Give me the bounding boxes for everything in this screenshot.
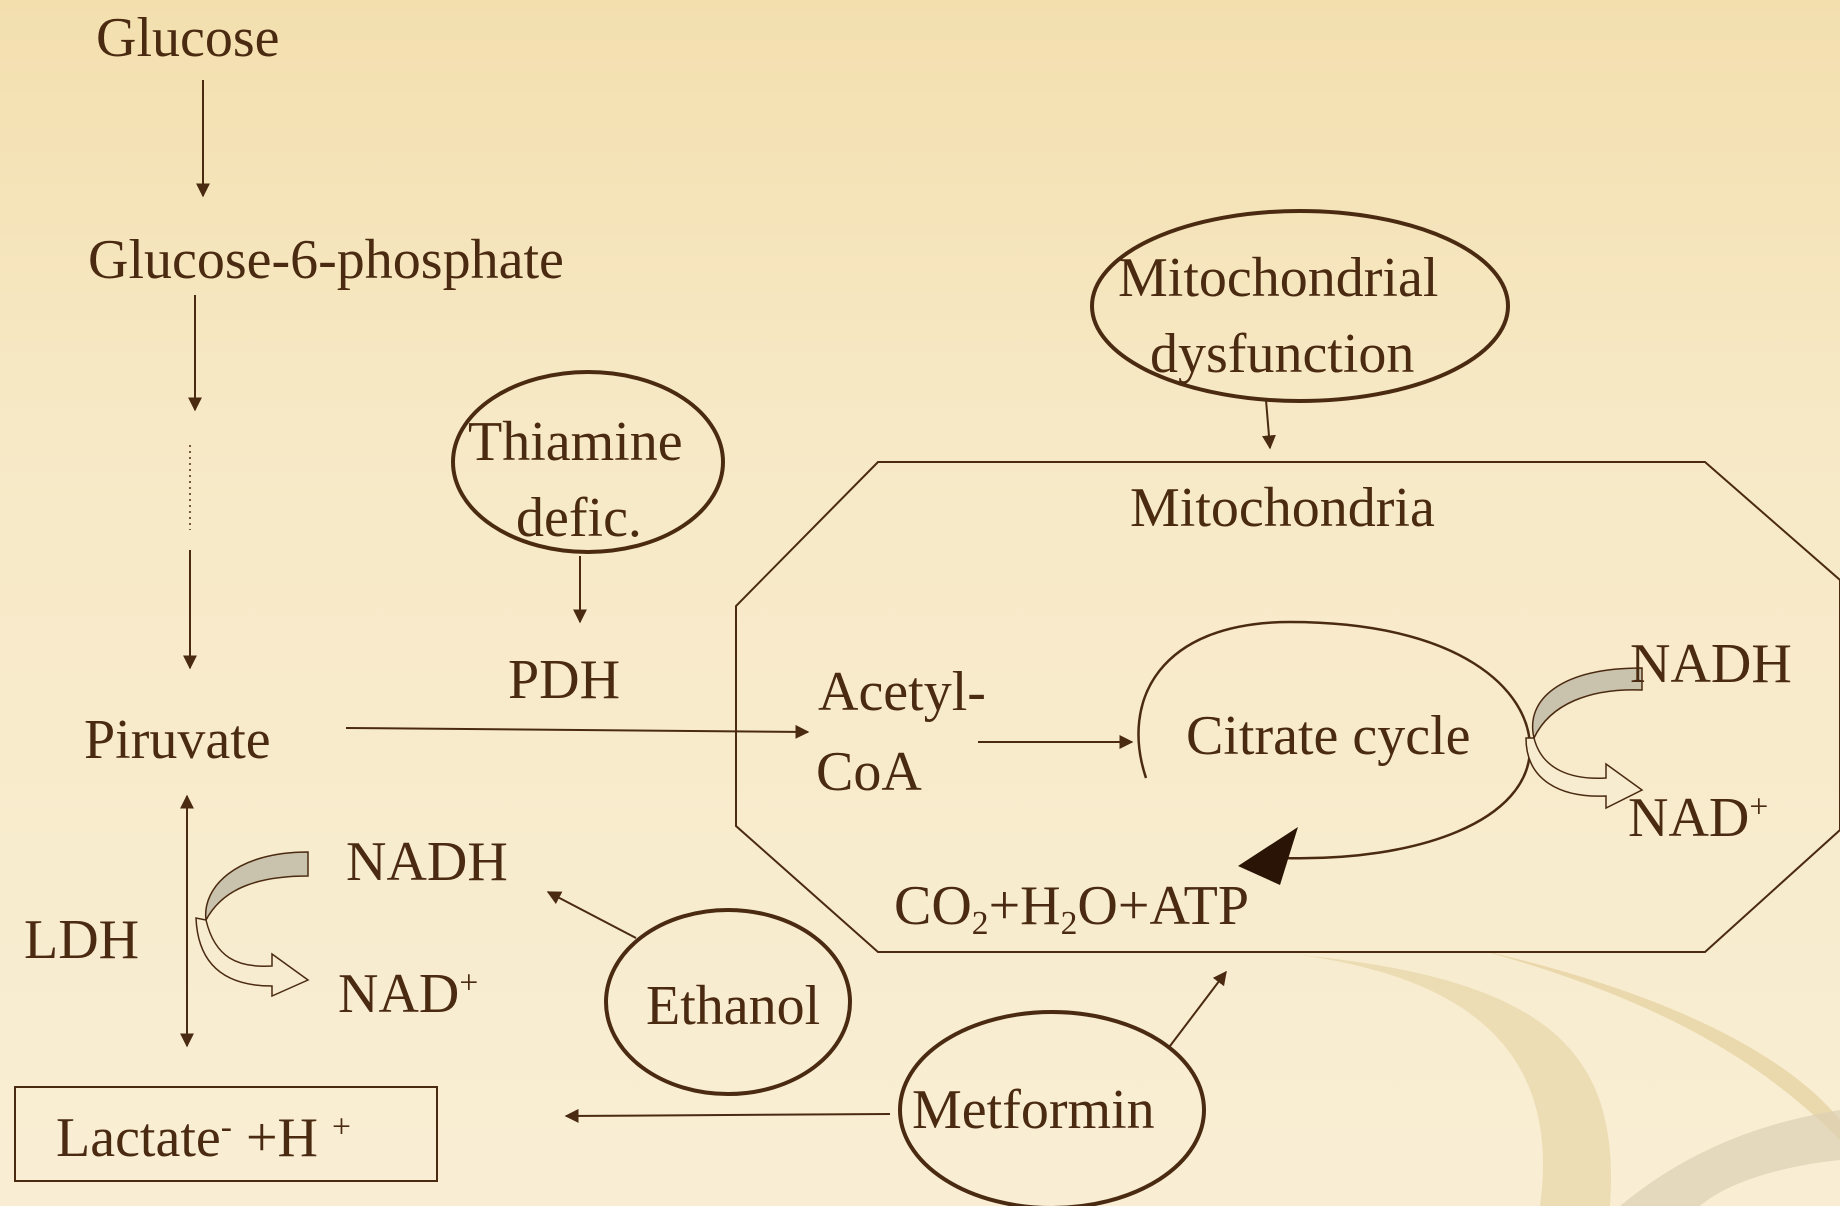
hydrogen-text: +H xyxy=(231,1107,332,1169)
nad-right-charge: + xyxy=(1749,788,1769,826)
nad-right-text: NAD xyxy=(1628,787,1750,849)
lactate-text: Lactate xyxy=(56,1107,221,1169)
mito-dysfunction-ellipse xyxy=(1090,209,1510,403)
hydrogen-charge: + xyxy=(331,1108,351,1146)
right-nadh-swoosh xyxy=(1525,667,1644,810)
label-lactate: Lactate- +H + xyxy=(56,1110,351,1166)
arrow-metformin-to-lactate xyxy=(564,1108,891,1123)
label-coa: CoA xyxy=(816,741,922,803)
thiamine-ellipse xyxy=(451,370,725,554)
ethanol-ellipse xyxy=(604,908,852,1096)
h2o-prefix: +H xyxy=(988,875,1061,937)
label-thiamine: Thiamine xyxy=(468,411,683,473)
label-nadh-right: NADH xyxy=(1630,633,1792,695)
citrate-cycle-arrowhead xyxy=(1238,827,1298,885)
label-mitochondria: Mitochondria xyxy=(1130,477,1435,539)
label-dysfunction: dysfunction xyxy=(1150,323,1415,385)
label-piruvate: Piruvate xyxy=(84,709,271,771)
label-pdh: PDH xyxy=(508,649,621,711)
lactate-charge: - xyxy=(220,1108,232,1146)
label-nad-right: NAD+ xyxy=(1628,790,1768,846)
h2o-subscript: 2 xyxy=(1060,905,1078,943)
arrow-ethanol-to-nadh xyxy=(546,891,637,939)
nad-left-text: NAD xyxy=(338,963,460,1025)
label-acetyl: Acetyl- xyxy=(818,661,986,723)
label-citrate-cycle: Citrate cycle xyxy=(1186,705,1471,767)
arrow-dysfunction-to-mito xyxy=(1261,399,1276,450)
lactate-box xyxy=(14,1086,438,1182)
label-nad-left: NAD+ xyxy=(338,966,478,1022)
metformin-ellipse xyxy=(898,1010,1206,1206)
label-glucose-6-phosphate: Glucose-6-phosphate xyxy=(88,229,564,291)
left-nadh-swoosh xyxy=(195,851,310,998)
label-thiamine-defic: defic. xyxy=(516,487,642,549)
label-ethanol: Ethanol xyxy=(646,975,821,1037)
arrow-metformin-to-mito xyxy=(1169,970,1227,1047)
co2-text: CO xyxy=(894,875,972,937)
arrow-piruvate-to-acetyl xyxy=(345,724,810,739)
mitochondria-octagon xyxy=(735,461,1840,953)
atp-text: O+ATP xyxy=(1077,875,1250,937)
nad-left-charge: + xyxy=(459,964,479,1002)
label-metformin: Metformin xyxy=(912,1079,1155,1141)
co2-subscript: 2 xyxy=(971,905,989,943)
label-glucose: Glucose xyxy=(96,7,280,69)
citrate-cycle-loop xyxy=(1137,620,1532,860)
label-nadh-left: NADH xyxy=(346,831,508,893)
label-ldh: LDH xyxy=(24,909,140,971)
label-co2-h2o-atp: CO2+H2O+ATP xyxy=(894,878,1249,941)
label-mitochondrial: Mitochondrial xyxy=(1118,247,1439,309)
